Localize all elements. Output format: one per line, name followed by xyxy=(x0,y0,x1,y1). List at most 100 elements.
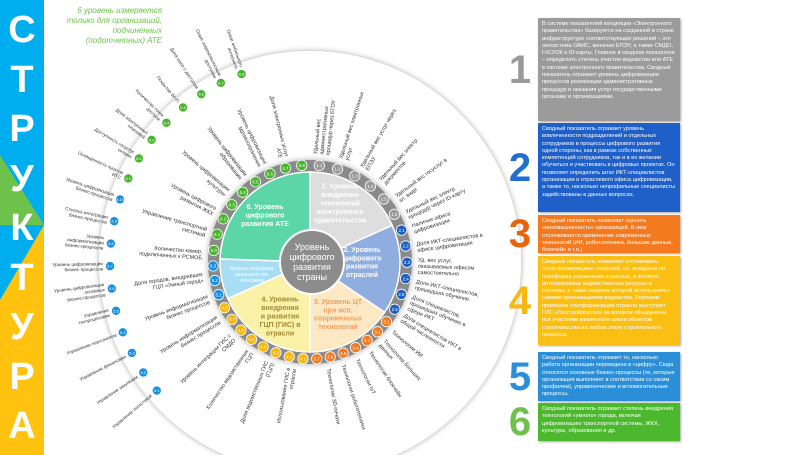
svg-text:1.1: 1.1 xyxy=(316,163,323,168)
title-letter: У xyxy=(10,157,34,200)
outer-dot-6.6[interactable]: 6.6 xyxy=(196,89,207,100)
svg-text:4.7: 4.7 xyxy=(229,317,236,322)
svg-text:6.3: 6.3 xyxy=(229,202,236,207)
outer-dot-6.3[interactable]: 6.3 xyxy=(146,134,157,145)
indicator-dot-4.7[interactable]: 4.7 xyxy=(226,313,238,326)
outer-indicator-label: Количество точекдоступа xyxy=(131,88,166,122)
outer-dot-6.2[interactable]: 6.2 xyxy=(133,153,144,164)
outer-dot-5.5[interactable]: 5.5 xyxy=(111,305,122,316)
svg-text:5.1: 5.1 xyxy=(216,292,223,297)
outer-dot-5.3[interactable]: 5.3 xyxy=(126,347,137,358)
indicator-dot-1.2[interactable]: 1.2 xyxy=(331,163,344,175)
svg-text:3.5: 3.5 xyxy=(340,351,347,356)
indicator-dot-1.1[interactable]: 1.1 xyxy=(313,159,325,172)
indicator-dot-4.6[interactable]: 4.6 xyxy=(235,324,247,336)
indicator-dot-5.2[interactable]: 5.2 xyxy=(209,274,221,287)
title-letter: Т xyxy=(10,256,34,299)
indicator-dot-1.3[interactable]: 1.3 xyxy=(349,170,361,182)
indicator-dot-6.4[interactable]: 6.4 xyxy=(237,186,249,198)
outer-dot-5.4[interactable]: 5.4 xyxy=(117,327,128,338)
indicator-dot-4.5[interactable]: 4.5 xyxy=(245,333,258,345)
svg-text:6.1: 6.1 xyxy=(214,232,221,237)
svg-text:6.5: 6.5 xyxy=(180,105,186,110)
outer-dot-6.5[interactable]: 6.5 xyxy=(178,102,189,113)
outer-dot-6.4[interactable]: 6.4 xyxy=(161,117,172,128)
outer-dot-5.9[interactable]: 5.9 xyxy=(109,216,120,227)
indicator-dot-4.8[interactable]: 4.8 xyxy=(218,302,231,314)
level-description-6: Сводный показатель отражает степень внед… xyxy=(538,403,680,441)
svg-text:4.4: 4.4 xyxy=(260,345,267,350)
svg-text:6.7: 6.7 xyxy=(218,80,224,85)
svg-text:6.3: 6.3 xyxy=(149,137,155,142)
level-number-1: 1 xyxy=(508,47,532,92)
svg-text:3.3: 3.3 xyxy=(364,338,371,343)
title-letter: С xyxy=(8,9,36,51)
outer-dot-5.10[interactable]: 5.10 xyxy=(115,194,126,205)
indicator-dot-3.5[interactable]: 3.5 xyxy=(337,347,349,359)
outer-indicator-label: Управление логистикой xyxy=(111,392,154,429)
svg-text:5.7: 5.7 xyxy=(107,264,113,269)
outer-dot-6.7[interactable]: 6.7 xyxy=(215,77,226,88)
svg-text:2.6: 2.6 xyxy=(392,307,399,312)
indicator-dot-6.7[interactable]: 6.7 xyxy=(279,162,292,174)
svg-text:5.6: 5.6 xyxy=(109,286,115,291)
sector-6[interactable] xyxy=(219,171,311,263)
indicator-dot-5.3[interactable]: 5.3 xyxy=(207,260,219,272)
outer-dot-6.8[interactable]: 6.8 xyxy=(236,69,247,80)
indicator-dot-2.6[interactable]: 2.6 xyxy=(389,303,401,315)
indicator-dot-1.6[interactable]: 1.6 xyxy=(388,208,401,220)
sector-2[interactable] xyxy=(308,224,401,314)
indicator-dot-3.6[interactable]: 3.6 xyxy=(324,351,336,363)
indicator-dot-6.5[interactable]: 6.5 xyxy=(249,176,262,188)
indicator-dot-1.5[interactable]: 1.5 xyxy=(378,193,390,205)
title-letter: У xyxy=(10,306,34,348)
indicator-dot-6.3[interactable]: 6.3 xyxy=(226,199,238,211)
indicator-dot-2.3[interactable]: 2.3 xyxy=(401,256,413,268)
indicator-dot-3.1[interactable]: 3.1 xyxy=(380,316,393,328)
outer-dot-5.8[interactable]: 5.8 xyxy=(105,238,116,249)
indicator-dot-3.3[interactable]: 3.3 xyxy=(361,334,373,347)
indicator-dot-6.1[interactable]: 6.1 xyxy=(211,228,223,240)
svg-text:2.1: 2.1 xyxy=(398,228,405,233)
indicator-dot-4.4[interactable]: 4.4 xyxy=(257,341,269,353)
indicator-dot-6.8[interactable]: 6.8 xyxy=(296,159,308,171)
indicator-dot-2.1[interactable]: 2.1 xyxy=(396,224,408,236)
indicator-dot-4.3[interactable]: 4.3 xyxy=(270,347,282,359)
indicator-dot-4.2[interactable]: 4.2 xyxy=(283,351,295,363)
title-letter: К xyxy=(10,207,34,249)
indicator-dot-5.1[interactable]: 5.1 xyxy=(213,289,225,301)
outer-dot-5.7[interactable]: 5.7 xyxy=(105,261,116,272)
indicator-dot-2.4[interactable]: 2.4 xyxy=(399,272,412,285)
indicator-dot-3.4[interactable]: 3.4 xyxy=(349,342,362,354)
outer-dot-5.6[interactable]: 5.6 xyxy=(106,283,117,294)
indicator-dot-4.1[interactable]: 4.1 xyxy=(297,353,309,365)
indicator-dot-1.4[interactable]: 1.4 xyxy=(364,180,376,192)
svg-text:5.1: 5.1 xyxy=(154,388,160,393)
svg-text:3.2: 3.2 xyxy=(374,329,381,334)
svg-text:5.9: 5.9 xyxy=(111,219,117,224)
indicator-dot-2.2[interactable]: 2.2 xyxy=(400,240,412,252)
outer-indicator-label: Степень интеграциибизнес-процессов xyxy=(64,206,109,225)
indicator-dot-6.2[interactable]: 6.2 xyxy=(217,213,229,225)
indicator-dot-3.7[interactable]: 3.7 xyxy=(311,353,323,365)
title-letter: Р xyxy=(9,108,35,150)
outer-dot-5.2[interactable]: 5.2 xyxy=(138,367,149,378)
outer-dot-5.1[interactable]: 5.1 xyxy=(151,385,162,396)
svg-text:6.6: 6.6 xyxy=(267,171,274,176)
outer-indicator-label: Доступность госуслугонлайн xyxy=(91,127,136,160)
indicator-dot-6.6[interactable]: 6.6 xyxy=(264,168,276,180)
outer-indicator-label: Охват широкополоснымдоступом xyxy=(190,28,222,79)
svg-text:6.7: 6.7 xyxy=(282,166,289,171)
outer-dot-6.1[interactable]: 6.1 xyxy=(123,173,134,184)
outer-indicator-label: Доля школ с доступом xyxy=(169,47,199,90)
indicator-dot-6.0[interactable]: 6.0 xyxy=(208,244,220,256)
indicator-dot-2.5[interactable]: 2.5 xyxy=(395,288,408,300)
svg-text:6.5: 6.5 xyxy=(252,179,259,184)
svg-text:6.4: 6.4 xyxy=(164,120,170,125)
indicator-dot-3.2[interactable]: 3.2 xyxy=(371,326,383,338)
svg-text:4.3: 4.3 xyxy=(273,350,280,355)
svg-text:5.3: 5.3 xyxy=(210,264,217,269)
